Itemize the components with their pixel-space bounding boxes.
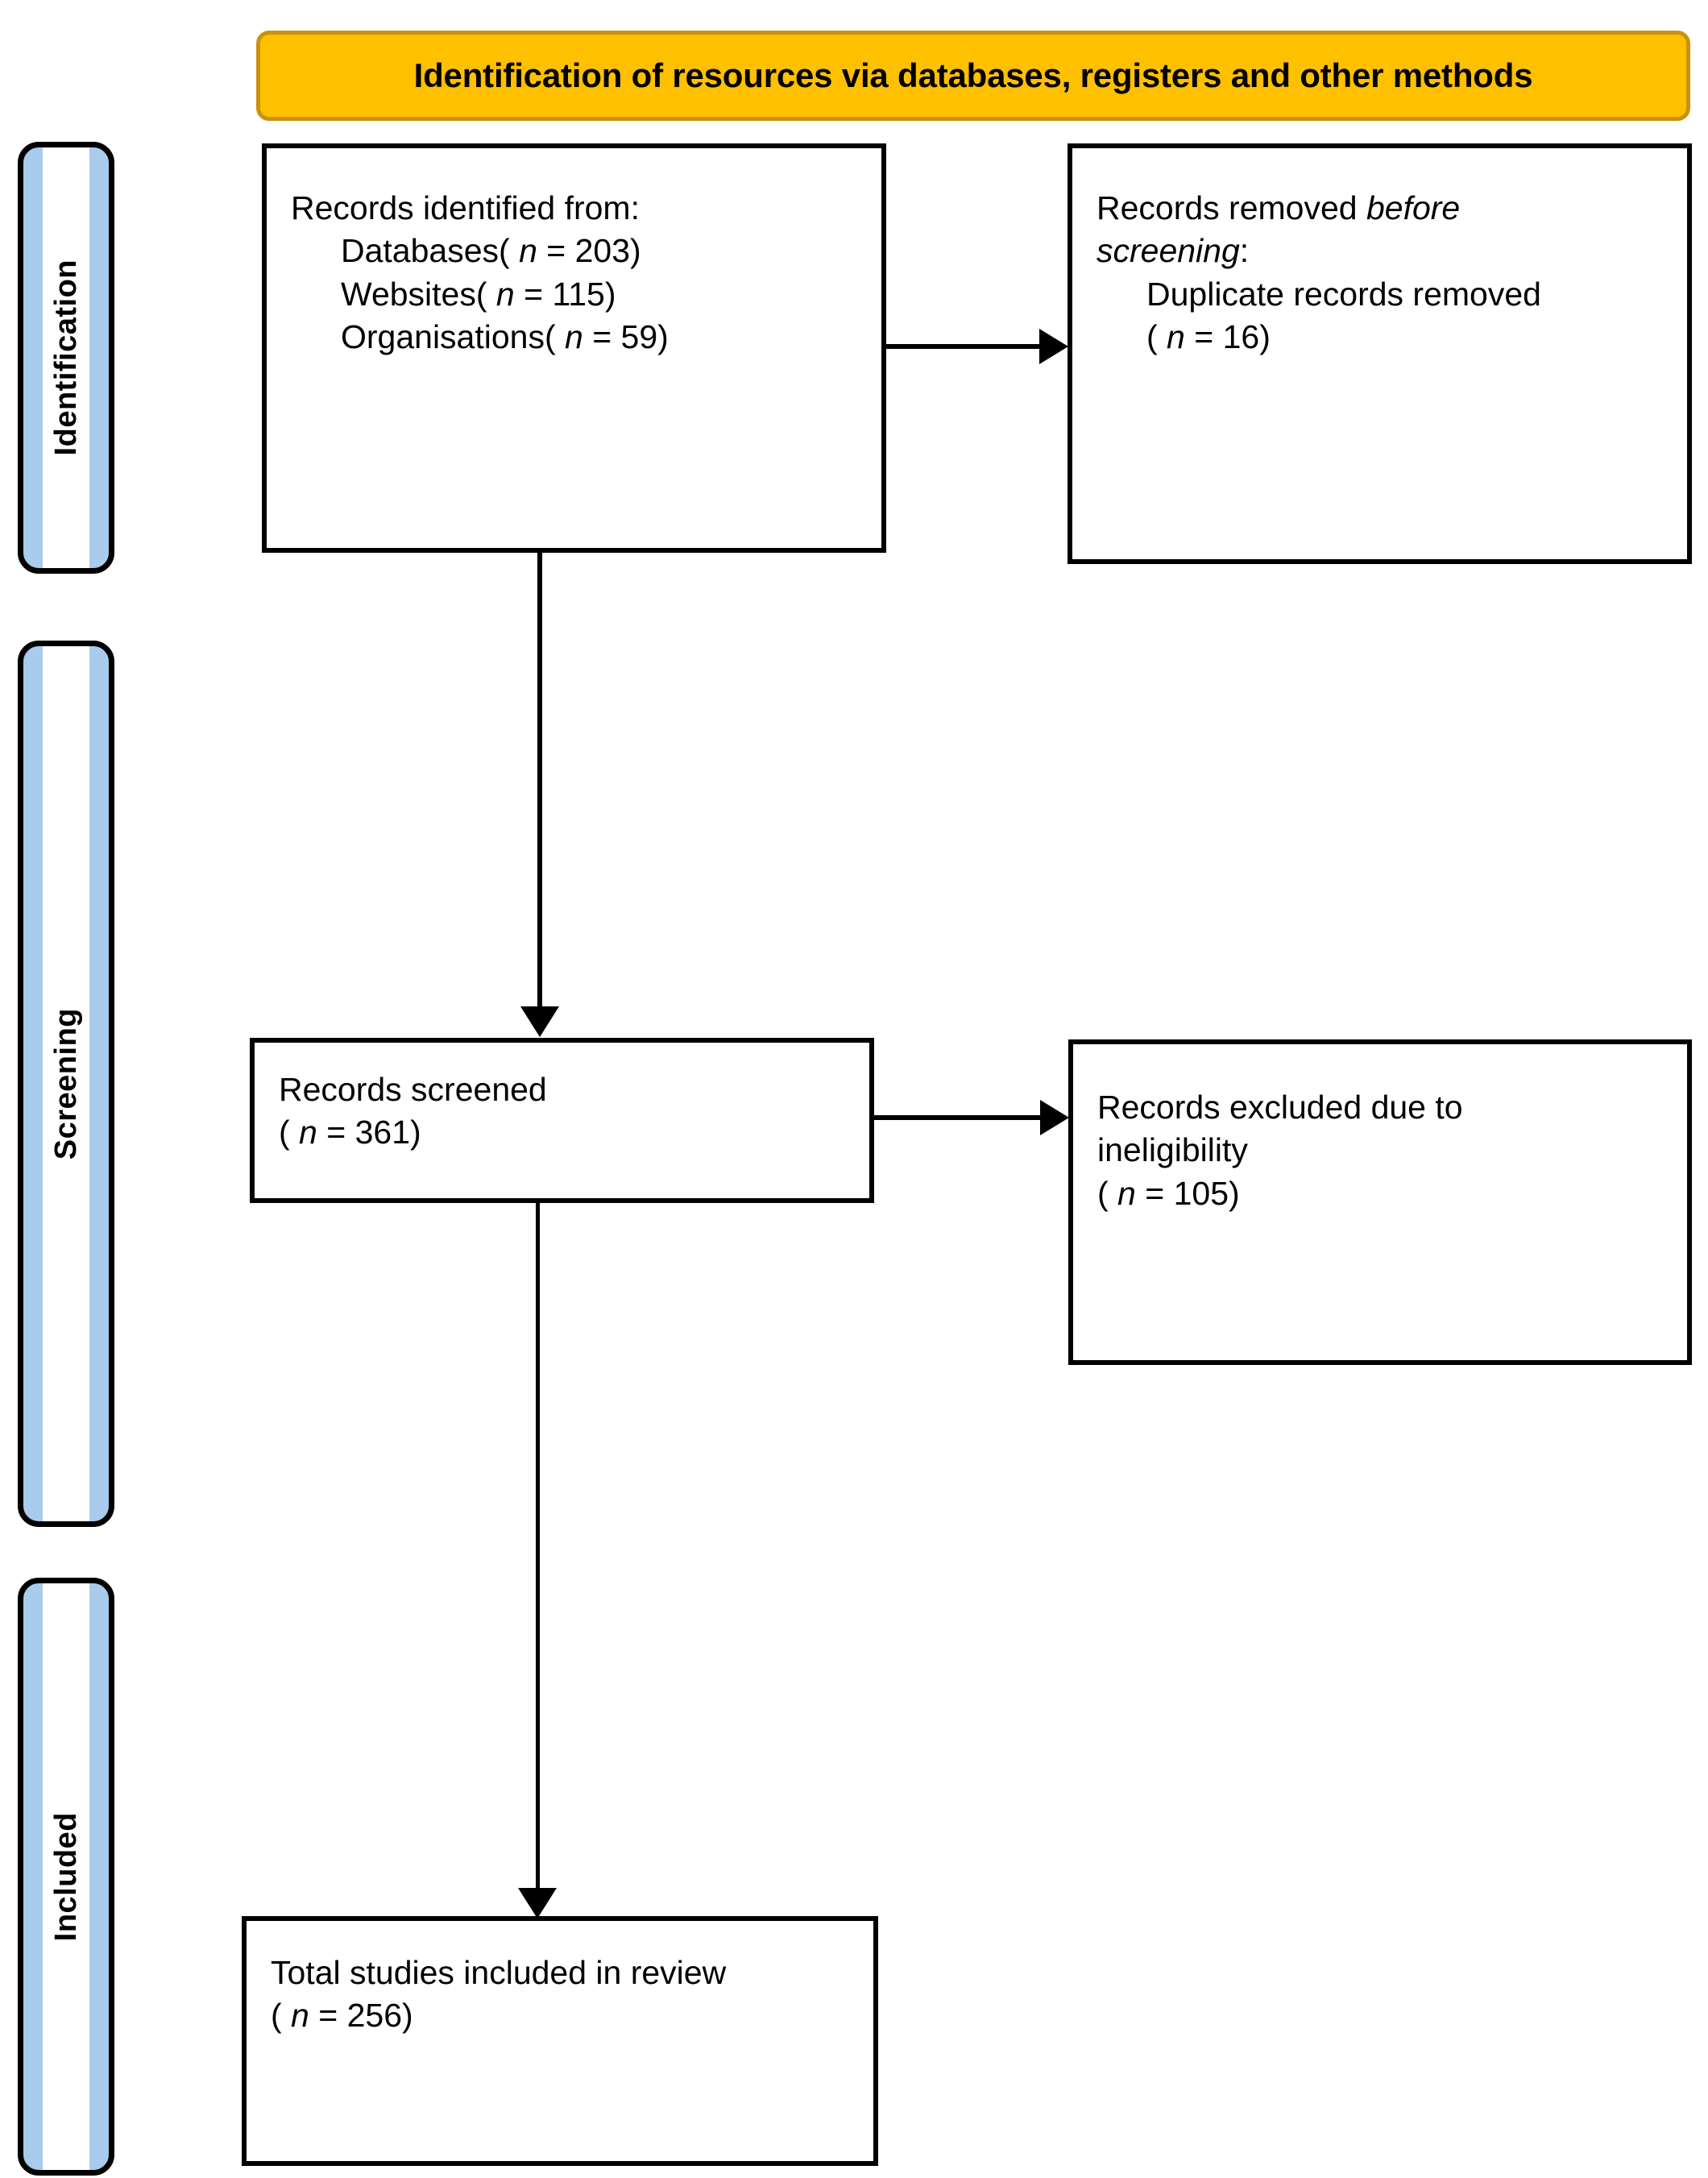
heading-italic-before: before <box>1366 189 1461 226</box>
box-body: Records excluded due to ineligibility ( … <box>1073 1044 1687 1215</box>
records-removed-heading-line2: screening: <box>1097 230 1663 272</box>
connector-identified-to-screened-line <box>537 553 542 1008</box>
records-screened-count: ( n = 361) <box>279 1111 845 1154</box>
stage-tab-included: Included <box>18 1578 114 2176</box>
records-removed-item-label: Duplicate records removed <box>1146 275 1541 313</box>
stage-label-wrapper: Screening <box>23 646 109 1521</box>
connector-screened-to-included-arrowhead <box>518 1888 557 1919</box>
stage-label-identification: Identification <box>48 259 83 456</box>
item-label: Websites <box>341 275 476 313</box>
n-symbol: n <box>291 1997 309 2035</box>
box-body: Records screened ( n = 361) <box>255 1043 869 1155</box>
item-n-text: = 59) <box>582 317 669 355</box>
records-excluded-heading-line1: Records excluded due to <box>1097 1089 1463 1126</box>
n-text: = 105) <box>1135 1174 1240 1212</box>
item-label: Organisations <box>341 317 545 355</box>
item-n-text: = 203) <box>537 232 641 270</box>
stage-label-wrapper: Identification <box>23 147 109 568</box>
box-body: Records identified from: Databases( n = … <box>267 148 881 359</box>
item-n-text: = 16) <box>1184 317 1271 355</box>
diagram-title-text: Identification of resources via database… <box>413 56 1533 94</box>
records-identified-item-organisations: Organisations( n = 59) <box>291 316 857 359</box>
total-included-heading: Total studies included in review <box>271 1954 727 1991</box>
item-label: Databases <box>341 232 500 270</box>
stage-label-wrapper: Included <box>23 1583 109 2170</box>
stage-tab-screening: Screening <box>18 641 114 1527</box>
item-n-symbol: n <box>495 275 515 313</box>
box-total-studies-included: Total studies included in review ( n = 2… <box>242 1916 878 2166</box>
n-symbol: n <box>1117 1174 1136 1212</box>
stage-tab-identification: Identification <box>18 142 114 574</box>
item-n-symbol: n <box>1167 317 1185 355</box>
item-n-symbol: n <box>565 317 583 355</box>
n-symbol: n <box>299 1114 317 1151</box>
connector-screened-to-excluded-arrowhead <box>1040 1100 1069 1135</box>
item-n-prefix: ( <box>475 275 496 313</box>
n-text: = 361) <box>317 1114 421 1151</box>
connector-identified-to-screened-arrowhead <box>520 1006 559 1037</box>
records-identified-heading: Records identified from: <box>291 189 640 226</box>
item-n-prefix: ( <box>1146 317 1167 355</box>
heading-italic-screening: screening <box>1097 232 1240 270</box>
heading-plain: Records removed <box>1097 189 1366 226</box>
stage-label-screening: Screening <box>48 1007 83 1160</box>
records-removed-item-count: ( n = 16) <box>1097 316 1663 359</box>
connector-screened-to-included-line <box>536 1201 540 1890</box>
box-body: Records removed before screening: Duplic… <box>1072 148 1687 359</box>
item-n-prefix: ( <box>544 317 566 355</box>
connector-screened-to-excluded-line <box>874 1115 1042 1120</box>
n-prefix: ( <box>271 1997 292 2035</box>
stage-inner-stripe <box>43 646 89 1521</box>
records-excluded-count: ( n = 105) <box>1097 1172 1663 1215</box>
heading-colon: : <box>1239 232 1250 270</box>
box-records-removed-before-screening: Records removed before screening: Duplic… <box>1068 143 1692 564</box>
stage-inner-stripe <box>43 1583 89 2170</box>
item-n-symbol: n <box>519 232 537 270</box>
connector-identified-to-removed-line <box>886 344 1041 349</box>
stage-inner-stripe <box>43 147 89 568</box>
item-n-text: = 115) <box>514 275 616 313</box>
records-screened-heading: Records screened <box>279 1071 547 1108</box>
stage-label-included: Included <box>48 1811 83 1942</box>
connector-identified-to-removed-arrowhead <box>1039 329 1068 364</box>
n-prefix: ( <box>279 1114 300 1151</box>
item-n-prefix: ( <box>499 232 520 270</box>
box-records-screened: Records screened ( n = 361) <box>250 1038 874 1203</box>
diagram-title-banner: Identification of resources via database… <box>256 31 1690 121</box>
records-identified-item-databases: Databases( n = 203) <box>291 230 857 272</box>
n-text: = 256) <box>309 1997 413 2035</box>
records-excluded-heading-line2: ineligibility <box>1097 1131 1248 1169</box>
box-body: Total studies included in review ( n = 2… <box>247 1921 873 2038</box>
box-records-excluded: Records excluded due to ineligibility ( … <box>1068 1039 1692 1365</box>
total-included-count: ( n = 256) <box>271 1994 849 2037</box>
box-records-identified: Records identified from: Databases( n = … <box>262 143 886 553</box>
records-identified-item-websites: Websites( n = 115) <box>291 273 857 316</box>
records-removed-heading-line1: Records removed before <box>1097 187 1663 230</box>
n-prefix: ( <box>1097 1174 1118 1212</box>
